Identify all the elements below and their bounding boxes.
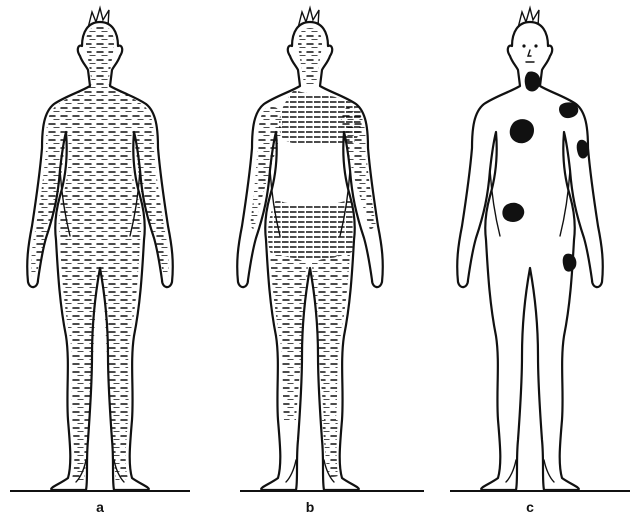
panel-label-c: c: [526, 499, 534, 514]
panel-label-a: a: [96, 499, 104, 514]
patch-right-thigh: [563, 254, 577, 272]
panel-label-b: b: [306, 499, 315, 514]
eye-right: [534, 44, 537, 47]
eye-left: [522, 44, 525, 47]
panel-c-figure: c: [450, 8, 630, 514]
panel-b-figure: b: [237, 8, 424, 514]
panel-a-figure: a: [10, 8, 190, 514]
